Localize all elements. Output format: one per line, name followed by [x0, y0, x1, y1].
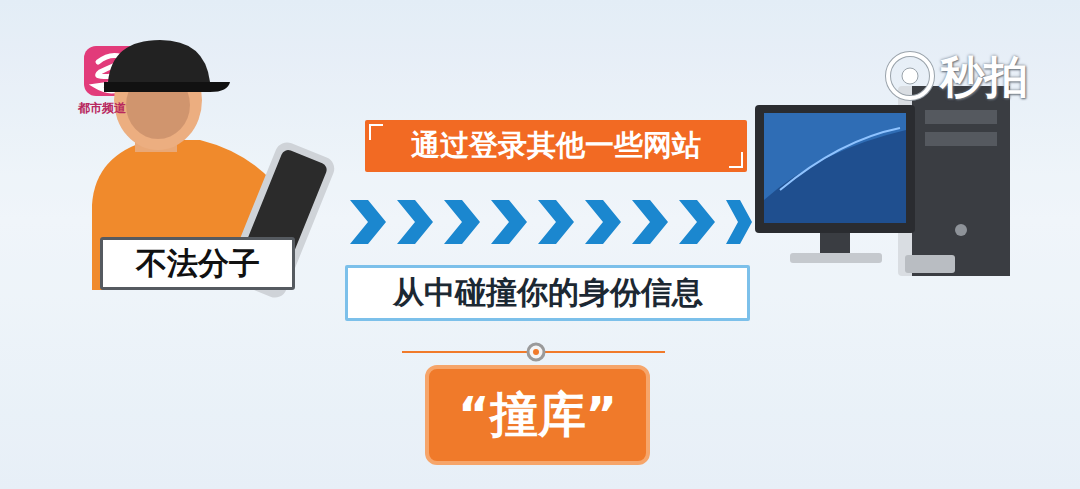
- computer: [755, 86, 1010, 276]
- divider-line: [402, 344, 665, 360]
- watermark-icon: [888, 54, 932, 98]
- actor-label: 不法分子: [100, 237, 295, 290]
- bracket-corner: [369, 124, 383, 140]
- logo-text: 都市频道: [78, 100, 126, 117]
- node-text: “撞库”: [458, 387, 617, 442]
- watermark: 秒拍: [940, 48, 1028, 107]
- info-box: 从中碰撞你的身份信息: [345, 265, 750, 321]
- bracket-corner: [729, 152, 743, 168]
- node-text: 通过登录其他一些网站: [411, 129, 701, 162]
- arrow-chevrons: [350, 200, 752, 244]
- term-box: “撞库”: [425, 365, 650, 465]
- process-banner: 通过登录其他一些网站: [365, 120, 747, 172]
- node-text: 不法分子: [136, 246, 260, 282]
- node-text: 从中碰撞你的身份信息: [393, 275, 703, 311]
